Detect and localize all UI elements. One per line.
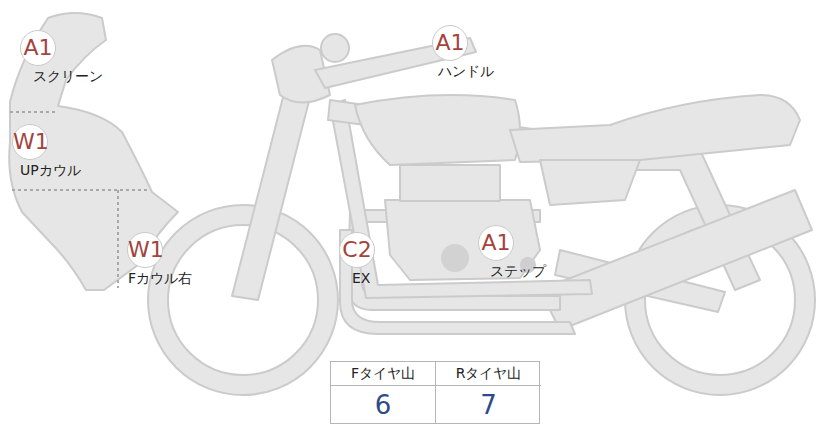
table-header: Rタイヤ山: [436, 362, 541, 386]
damage-callout: A1スクリーン: [20, 30, 56, 66]
table-value: 7: [436, 386, 541, 423]
fairing-division: [117, 190, 119, 288]
front-wheel: [148, 205, 338, 395]
damage-callout: A1ステップ: [478, 225, 514, 261]
front-fairing: [9, 13, 178, 290]
mirror: [321, 34, 349, 62]
tread-table: Fタイヤ山Rタイヤ山67: [330, 361, 540, 424]
damage-code: C2: [339, 232, 375, 268]
front-rim: [168, 225, 318, 375]
damage-code: A1: [432, 25, 468, 61]
table-header: Fタイヤ山: [331, 362, 436, 386]
part-name: スクリーン: [33, 68, 103, 84]
seat: [510, 95, 800, 162]
side-cover: [540, 160, 640, 205]
cylinder: [400, 165, 500, 201]
damage-callout: C2EX: [339, 232, 375, 268]
damage-callout: A1ハンドル: [432, 25, 468, 61]
damage-callout: W1Fカウル右: [127, 232, 163, 268]
part-name: ハンドル: [438, 63, 494, 79]
damage-code: W1: [12, 124, 48, 160]
part-name: ステップ: [490, 263, 546, 279]
damage-callout: W1UPカウル: [12, 124, 48, 160]
damage-code: W1: [127, 232, 163, 268]
damage-code: A1: [478, 225, 514, 261]
damage-code: A1: [20, 30, 56, 66]
muffler: [540, 190, 812, 330]
part-name: Fカウル右: [128, 270, 192, 286]
table-value: 6: [331, 386, 436, 423]
part-name: EX: [352, 270, 370, 286]
fairing-division: [12, 189, 150, 191]
fuel-tank: [355, 95, 520, 165]
engine-cover: [441, 244, 469, 272]
fairing-division: [10, 111, 58, 113]
part-name: UPカウル: [20, 162, 81, 178]
